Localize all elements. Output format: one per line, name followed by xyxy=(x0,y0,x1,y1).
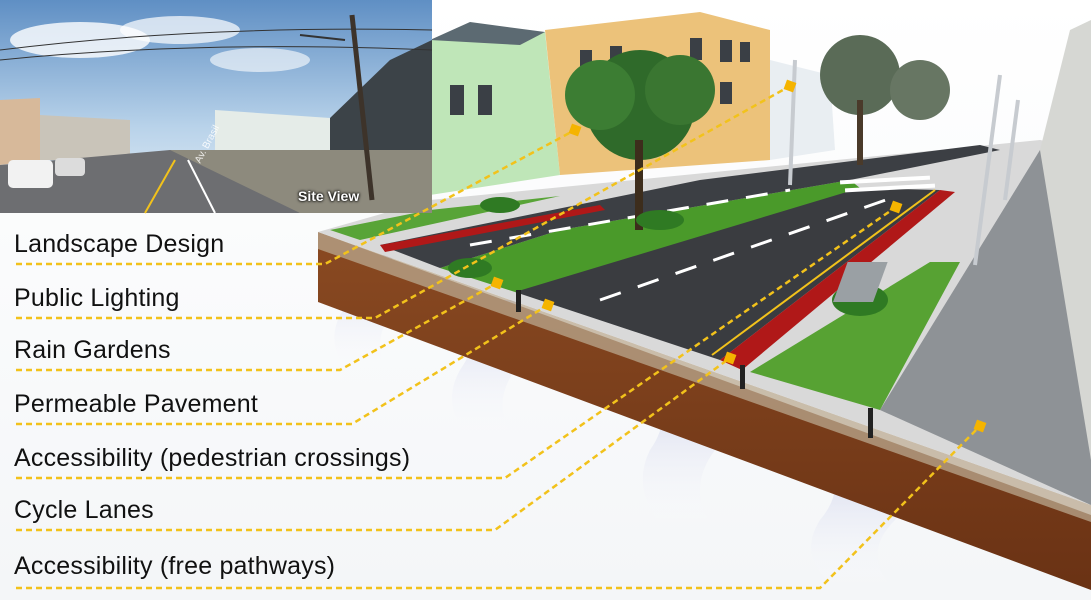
right-building xyxy=(1040,20,1091,460)
label-rain-gardens: Rain Gardens xyxy=(14,336,171,364)
leader-lines xyxy=(16,84,981,590)
cycle-lane xyxy=(720,190,955,370)
far-building-green xyxy=(430,32,560,195)
site-view-photo xyxy=(0,0,433,214)
marker-public-lighting xyxy=(783,79,797,93)
marker-free-pathways xyxy=(973,419,987,433)
street-lights xyxy=(788,59,1020,266)
leader-cycle-lanes xyxy=(16,356,731,532)
label-public-lighting: Public Lighting xyxy=(14,284,180,312)
leader-permeable-pavement xyxy=(16,303,549,426)
label-landscape-design: Landscape Design xyxy=(14,230,225,258)
pedestrian-crossing xyxy=(839,175,936,193)
far-road xyxy=(380,145,1000,268)
label-accessibility-free-pathways: Accessibility (free pathways) xyxy=(14,552,336,580)
label-accessibility-pedestrian-crossings: Accessibility (pedestrian crossings) xyxy=(14,444,411,472)
soil-layer xyxy=(318,232,1091,590)
right-grass xyxy=(750,262,960,410)
leader-rain-gardens xyxy=(16,281,498,372)
near-road xyxy=(515,188,940,360)
median-grass xyxy=(440,180,860,292)
leader-markers xyxy=(490,79,987,433)
label-cycle-lanes: Cycle Lanes xyxy=(14,496,154,524)
right-sidewalk xyxy=(880,150,1091,505)
leader-free-pathways xyxy=(16,425,981,590)
leader-pedestrian-crossings xyxy=(16,205,897,480)
marker-permeable-pavement xyxy=(541,298,555,312)
marker-rain-gardens xyxy=(490,276,504,290)
marker-pedestrian-crossings xyxy=(889,200,903,214)
site-view-caption: Site View xyxy=(298,188,360,204)
marker-landscape-design xyxy=(568,123,582,137)
leader-landscape-design xyxy=(16,128,576,266)
marker-cycle-lanes xyxy=(723,351,737,365)
trees xyxy=(565,35,950,230)
leader-public-lighting xyxy=(16,84,791,320)
gravel-layer xyxy=(318,232,1091,522)
label-permeable-pavement: Permeable Pavement xyxy=(14,390,259,418)
